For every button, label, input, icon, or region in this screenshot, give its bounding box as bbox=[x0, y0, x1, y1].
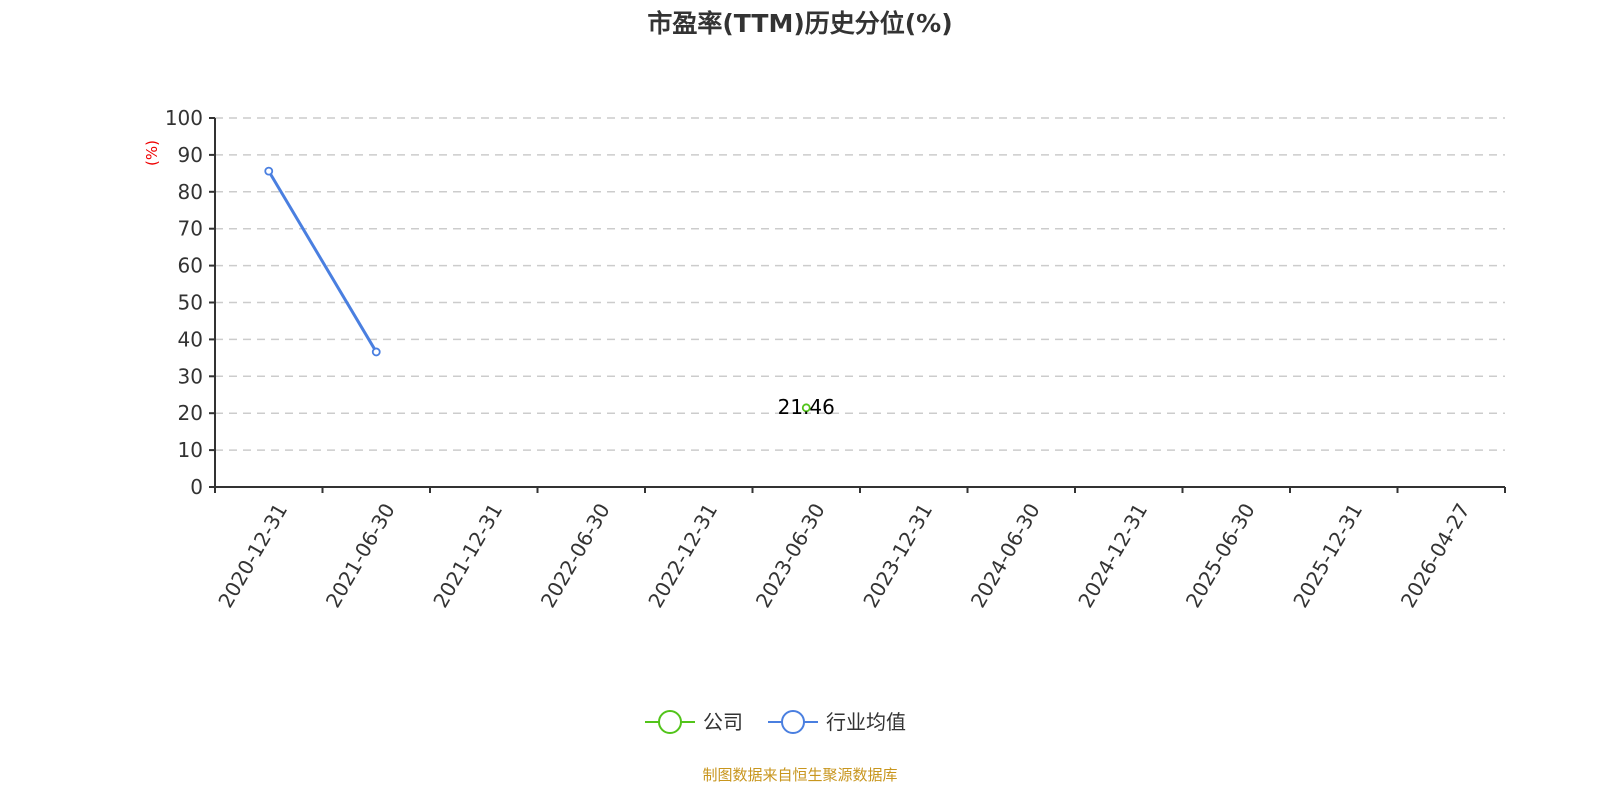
x-tick-label: 2023-06-30 bbox=[751, 499, 830, 612]
y-tick-label: 70 bbox=[178, 217, 203, 241]
y-tick-label: 0 bbox=[190, 475, 203, 499]
x-tick-label: 2023-12-31 bbox=[858, 499, 937, 612]
y-tick-label: 100 bbox=[165, 106, 203, 130]
y-tick-label: 60 bbox=[178, 254, 203, 278]
legend-item-0[interactable]: 公司 bbox=[645, 710, 743, 734]
legend-label: 公司 bbox=[703, 710, 743, 734]
source-note: 制图数据来自恒生聚源数据库 bbox=[702, 766, 897, 784]
x-tick-label: 2022-06-30 bbox=[536, 499, 615, 612]
y-tick-label: 30 bbox=[178, 364, 203, 388]
y-tick-label: 20 bbox=[178, 401, 203, 425]
x-tick-label: 2021-06-30 bbox=[321, 499, 400, 612]
legend-label: 行业均值 bbox=[826, 710, 906, 734]
x-tick-label: 2020-12-31 bbox=[213, 499, 292, 612]
data-point bbox=[264, 166, 274, 176]
x-tick-label: 2024-12-31 bbox=[1073, 499, 1152, 612]
y-axis-label: (%) bbox=[143, 140, 161, 166]
legend-marker-icon bbox=[658, 710, 682, 734]
x-tick-label: 2025-06-30 bbox=[1181, 499, 1260, 612]
x-tick-label: 2025-12-31 bbox=[1288, 499, 1367, 612]
y-tick-label: 10 bbox=[178, 438, 203, 462]
x-tick-label: 2024-06-30 bbox=[966, 499, 1045, 612]
y-tick-label: 50 bbox=[178, 291, 203, 315]
series-line-1 bbox=[267, 170, 378, 353]
y-tick-label: 90 bbox=[178, 143, 203, 167]
data-point bbox=[801, 403, 811, 413]
y-tick-label: 40 bbox=[178, 327, 203, 351]
y-tick-label: 80 bbox=[178, 180, 203, 204]
legend-marker-icon bbox=[781, 710, 805, 734]
x-tick-label: 2026-04-27 bbox=[1396, 499, 1475, 612]
data-label: 21.46 bbox=[778, 395, 835, 419]
x-tick-label: 2021-12-31 bbox=[428, 499, 507, 612]
chart-title: 市盈率(TTM)历史分位(%) bbox=[647, 9, 952, 38]
x-tick-label: 2022-12-31 bbox=[643, 499, 722, 612]
legend-item-1[interactable]: 行业均值 bbox=[768, 710, 906, 734]
data-point bbox=[371, 347, 381, 357]
